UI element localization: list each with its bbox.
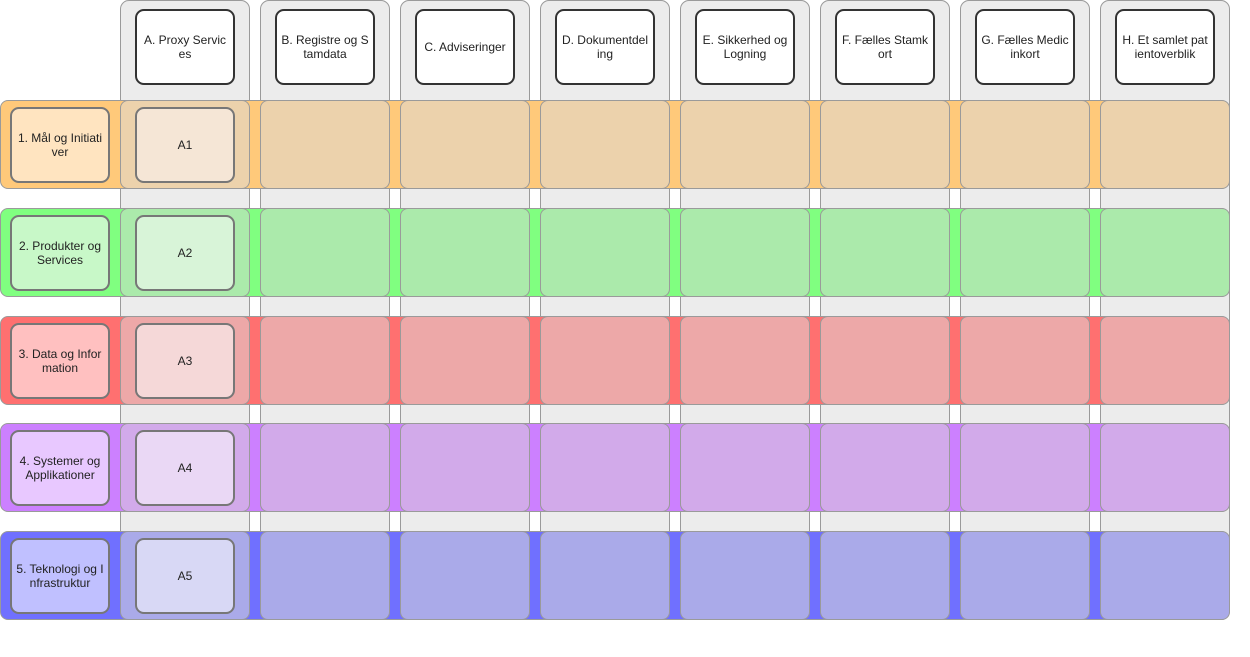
cell-b1 [260,100,390,189]
cell-h4 [1100,423,1230,512]
column-lane-a [120,0,250,620]
column-lane-g [960,0,1090,620]
cell-b5 [260,531,390,620]
cell-e5 [680,531,810,620]
cell-e2 [680,208,810,297]
row-header-1: 1. Mål og Initiativer [10,107,110,183]
column-header-d: D. Dokumentdeling [555,9,655,85]
column-lane-b [260,0,390,620]
row-header-3: 3. Data og Information [10,323,110,399]
cell-c1 [400,100,530,189]
column-lane-d [540,0,670,620]
column-header-h: H. Et samlet patientoverblik [1115,9,1215,85]
row-header-2: 2. Produkter og Services [10,215,110,291]
column-header-c: C. Adviseringer [415,9,515,85]
column-lane-h [1100,0,1230,620]
column-header-b: B. Registre og Stamdata [275,9,375,85]
cell-g2 [960,208,1090,297]
cell-g3 [960,316,1090,405]
cell-d5 [540,531,670,620]
cell-e1 [680,100,810,189]
cell-h3 [1100,316,1230,405]
cell-c4 [400,423,530,512]
cell-e3 [680,316,810,405]
cell-e4 [680,423,810,512]
cell-h5 [1100,531,1230,620]
cell-d2 [540,208,670,297]
cell-g1 [960,100,1090,189]
cell-c2 [400,208,530,297]
cell-box-a4: A4 [135,430,235,506]
cell-d4 [540,423,670,512]
cell-box-a2: A2 [135,215,235,291]
cell-box-a1: A1 [135,107,235,183]
row-header-4: 4. Systemer og Applikationer [10,430,110,506]
cell-g4 [960,423,1090,512]
column-lane-f [820,0,950,620]
cell-d1 [540,100,670,189]
cell-f3 [820,316,950,405]
cell-f4 [820,423,950,512]
cell-b3 [260,316,390,405]
cell-c3 [400,316,530,405]
column-header-a: A. Proxy Services [135,9,235,85]
cell-g5 [960,531,1090,620]
cell-b4 [260,423,390,512]
column-lane-c [400,0,530,620]
column-header-e: E. Sikkerhed og Logning [695,9,795,85]
cell-f2 [820,208,950,297]
cell-b2 [260,208,390,297]
row-header-5: 5. Teknologi og Infrastruktur [10,538,110,614]
cell-f5 [820,531,950,620]
column-header-f: F. Fælles Stamkort [835,9,935,85]
cell-box-a3: A3 [135,323,235,399]
cell-box-a5: A5 [135,538,235,614]
cell-h2 [1100,208,1230,297]
cell-c5 [400,531,530,620]
column-header-g: G. Fælles Medicinkort [975,9,1075,85]
column-lane-e [680,0,810,620]
cell-h1 [1100,100,1230,189]
cell-f1 [820,100,950,189]
cell-d3 [540,316,670,405]
